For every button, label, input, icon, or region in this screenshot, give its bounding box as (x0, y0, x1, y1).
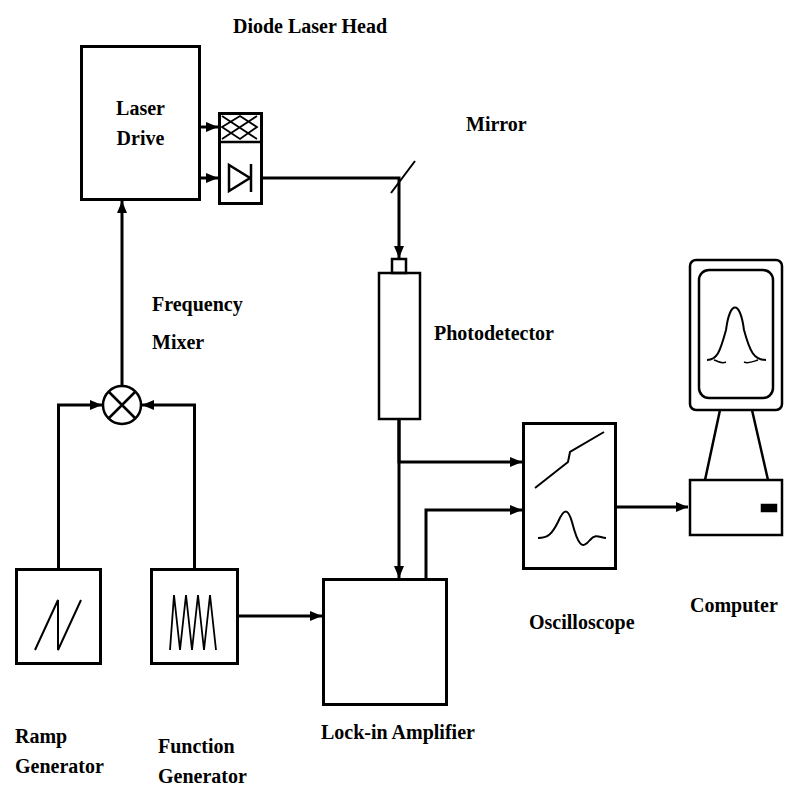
node-label: Function Generator (158, 731, 258, 791)
wave-trace (538, 512, 606, 545)
mirror-label: Mirror (466, 110, 527, 138)
signal-arrow (426, 510, 522, 578)
signal-arrow (142, 405, 195, 568)
laser-drive-box: Laser Drive (80, 45, 201, 201)
computer: Computer (688, 258, 784, 538)
monitor (690, 260, 782, 410)
photodetector: Photodetector (378, 258, 421, 420)
node-label: Oscilloscope (529, 607, 679, 637)
node-label: Frequency Mixer (152, 285, 252, 361)
ramp-glyph (35, 600, 81, 650)
oscilloscope: Oscilloscope (522, 422, 617, 570)
frequency-mixer: Frequency Mixer (102, 385, 142, 425)
node-label: Lock-in Amplifier (321, 717, 491, 747)
node-label: Photodetector (434, 318, 584, 348)
signal-arrow (121, 201, 124, 385)
screen-wave (707, 308, 766, 361)
ramp-trace (535, 432, 604, 488)
photodetector-body (379, 273, 420, 419)
signal-arrow (617, 506, 688, 509)
mixer-circle (103, 386, 141, 424)
lock-in-amplifier: Lock-in Amplifier (322, 578, 448, 706)
screen-wave-tail (714, 360, 758, 363)
node-label: Ramp Generator (15, 721, 115, 781)
signal-arrow (398, 420, 401, 578)
signal-arrow (263, 178, 399, 258)
signal-arrow (201, 177, 218, 180)
signal-arrow (239, 615, 322, 618)
head-divider (218, 141, 261, 144)
crosshatch (222, 116, 257, 139)
diode-symbol (229, 164, 251, 192)
drive-slot (762, 505, 776, 511)
monitor-stand (705, 410, 768, 480)
signal-arrow (201, 126, 218, 129)
sine-glyph (170, 595, 216, 650)
ramp-generator: Ramp Generator (15, 568, 102, 665)
mixer-cross (109, 392, 136, 419)
screen (699, 270, 773, 398)
laser-head: Diode Laser Head (218, 112, 263, 205)
signal-arrow (59, 405, 103, 568)
node-label: Diode Laser Head (233, 11, 433, 41)
node-label: Computer (690, 590, 786, 620)
photodetector-window (392, 259, 406, 273)
signal-arrow (399, 420, 522, 462)
function-generator: Function Generator (150, 568, 239, 665)
box-label: Laser Drive (83, 93, 198, 153)
computer-base (690, 480, 782, 535)
